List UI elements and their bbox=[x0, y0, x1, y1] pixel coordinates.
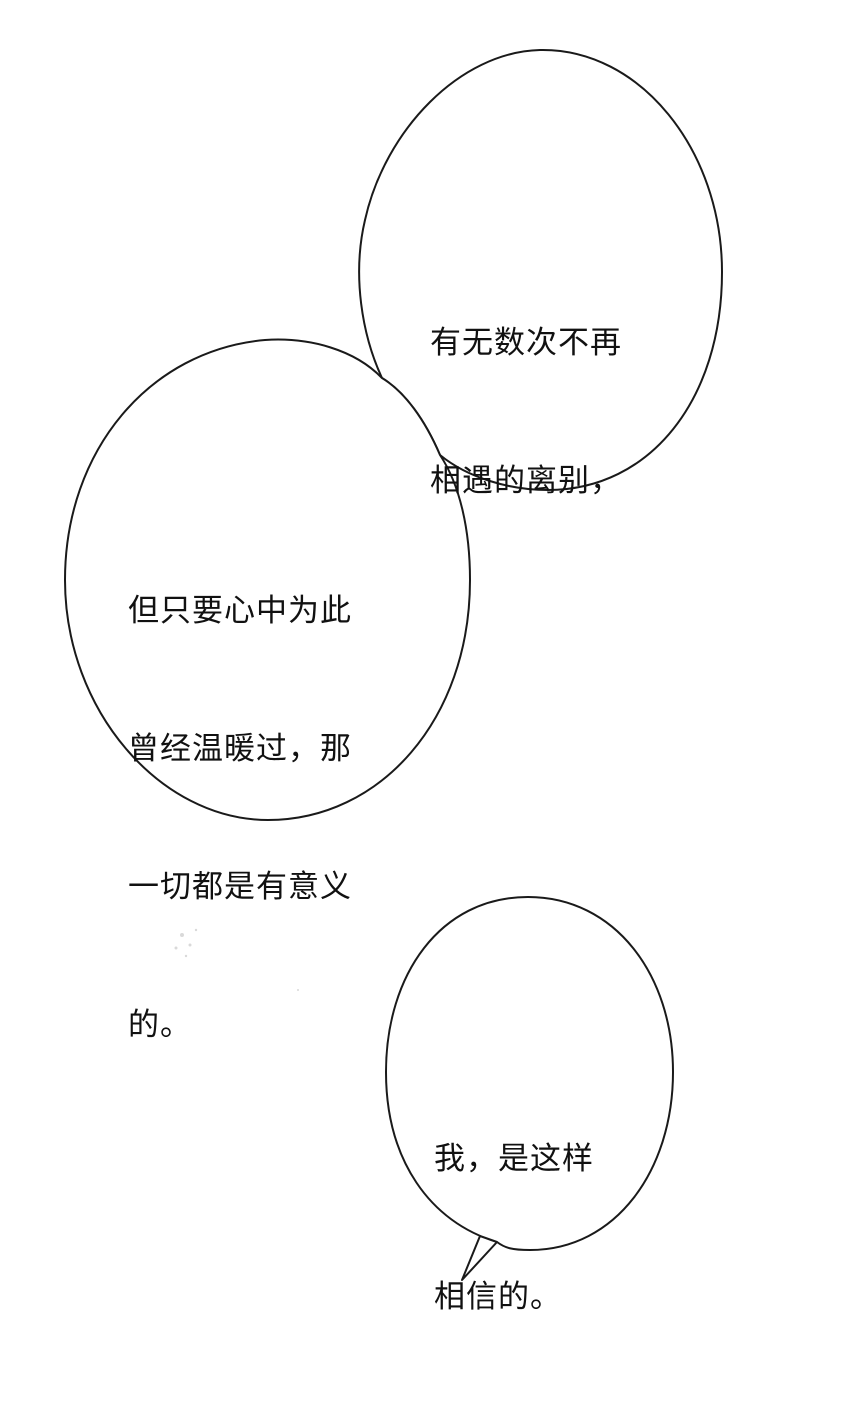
comic-panel: 有无数次不再 相遇的离别， 但只要心中为此 曾经温暖过，那 一切都是有意义 的。… bbox=[64, 48, 723, 1315]
bubble-2-line-3: 一切都是有意义 bbox=[128, 869, 352, 905]
bubble-3-line-2: 相信的。 bbox=[434, 1279, 562, 1315]
bubble-2-line-4: 的。 bbox=[128, 1007, 192, 1043]
speech-bubble-1 bbox=[358, 48, 723, 491]
speech-bubble-2 bbox=[64, 338, 471, 821]
bubble-1-line-2: 相遇的离别， bbox=[430, 463, 622, 499]
bubble-2-line-1: 但只要心中为此 bbox=[128, 593, 352, 629]
background-speckles bbox=[174, 928, 299, 991]
bubble-layer bbox=[64, 48, 723, 1281]
bubble-3-text: 我，是这样 相信的。 bbox=[434, 1044, 594, 1412]
bubble-3-line-1: 我，是这样 bbox=[434, 1141, 594, 1177]
bubble-2-line-2: 曾经温暖过，那 bbox=[128, 731, 352, 767]
speech-bubble-3 bbox=[385, 896, 674, 1281]
bubble-1-text: 有无数次不再 相遇的离别， bbox=[430, 228, 622, 596]
bubble-2-text: 但只要心中为此 曾经温暖过，那 一切都是有意义 的。 bbox=[128, 496, 352, 1140]
bubble-1-line-1: 有无数次不再 bbox=[430, 325, 622, 361]
